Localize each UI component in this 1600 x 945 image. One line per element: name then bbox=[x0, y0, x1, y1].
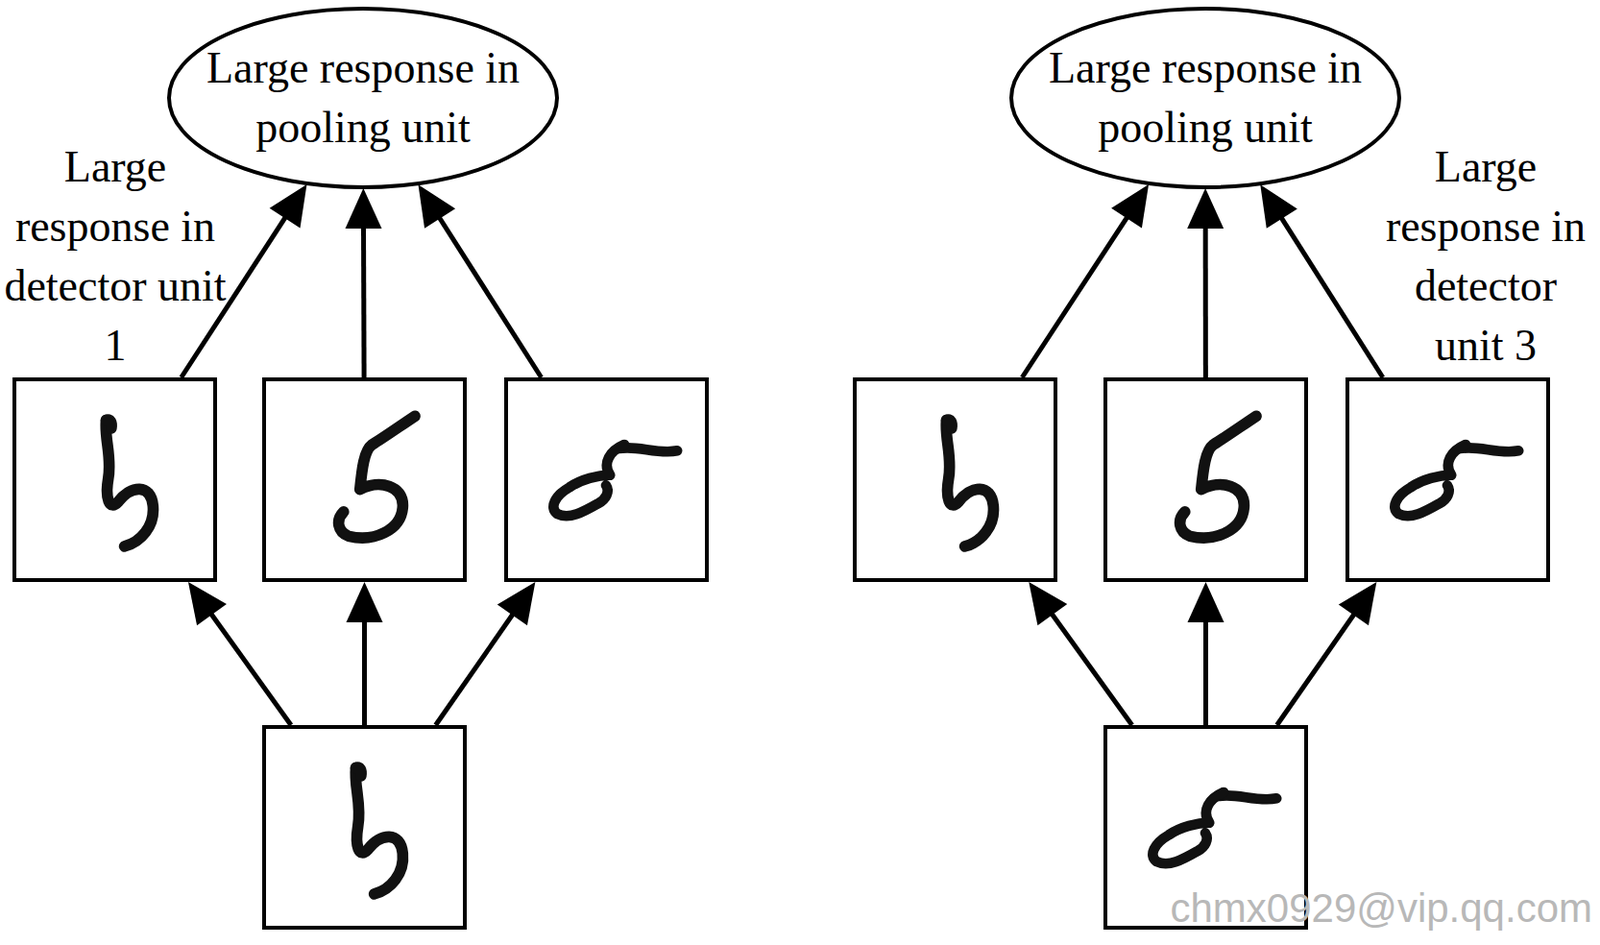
arrow-connector bbox=[188, 581, 291, 726]
arrow-connector bbox=[436, 581, 536, 726]
detector-label: Large response in detector unit 3 bbox=[1375, 137, 1597, 376]
arrow-connector bbox=[345, 188, 383, 378]
arrow-connector bbox=[1277, 581, 1378, 726]
ellipse-outline bbox=[166, 5, 560, 191]
pooling-unit: Large response in pooling unit bbox=[1008, 5, 1403, 191]
pooling-unit: Large response in pooling unit bbox=[166, 5, 560, 191]
digit-image bbox=[553, 444, 678, 516]
unit-label: Large response in pooling unit bbox=[204, 38, 522, 158]
unit-label: Large response in pooling unit bbox=[1046, 38, 1364, 158]
detector-box bbox=[262, 377, 467, 582]
arrow-connector bbox=[1021, 184, 1149, 378]
digit-image bbox=[1152, 792, 1277, 864]
detector-label: Large response in detector unit 1 bbox=[3, 137, 227, 376]
arrow-connector bbox=[417, 184, 541, 378]
ellipse-outline bbox=[1008, 5, 1403, 191]
digit-image bbox=[339, 415, 415, 538]
detector-box bbox=[262, 725, 467, 930]
watermark: chmx0929@vip.qq.com bbox=[1169, 885, 1593, 932]
detector-box bbox=[504, 377, 709, 582]
detector-box bbox=[852, 377, 1058, 582]
digit-image bbox=[1394, 444, 1519, 516]
digit-image bbox=[105, 419, 153, 547]
digit-image bbox=[945, 419, 994, 547]
arrow-connector bbox=[346, 581, 384, 726]
arrow-connector bbox=[1260, 184, 1383, 378]
detector-box: Large response in detector unit 3 bbox=[1345, 377, 1551, 582]
detector-box bbox=[1103, 377, 1309, 582]
arrow-connector bbox=[1187, 581, 1225, 726]
arrow-connector bbox=[1028, 581, 1132, 726]
digit-image bbox=[355, 767, 403, 895]
arrow-connector bbox=[1187, 188, 1224, 378]
detector-box: Large response in detector unit 1 bbox=[12, 377, 218, 582]
digit-image bbox=[1180, 415, 1257, 538]
